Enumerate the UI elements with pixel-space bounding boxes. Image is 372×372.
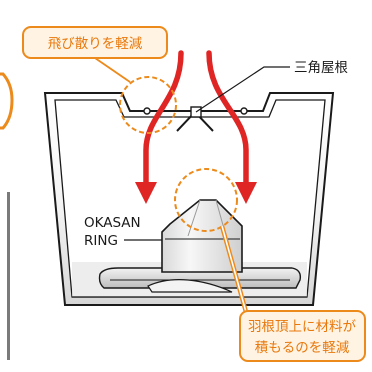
highlight-circles xyxy=(119,76,238,232)
left-edge-fragment xyxy=(0,72,14,360)
roof-label-group: 三角屋根 xyxy=(195,60,348,113)
ring-label-line2: RING xyxy=(84,233,118,249)
flow-arrows xyxy=(135,50,257,204)
highlight-circle-splash xyxy=(119,76,177,134)
highlight-circle-ring xyxy=(174,168,238,232)
blade xyxy=(98,267,302,289)
roof-label: 三角屋根 xyxy=(294,60,348,76)
callout-top: 飛び散りを軽減 xyxy=(22,26,168,59)
arrow-left xyxy=(143,50,184,188)
callout-bottom-line2: 積もるのを軽減 xyxy=(255,339,350,356)
callout-bottom-line1: 羽根頂上に材料が xyxy=(248,319,356,335)
pin-icon xyxy=(240,107,248,115)
arrow-right xyxy=(206,50,249,188)
arrowhead-right-icon xyxy=(235,182,257,204)
ring-label-group: OKASAN RING xyxy=(84,215,162,249)
arrowhead-left-icon xyxy=(135,182,157,204)
pin-icon xyxy=(143,107,151,115)
ring-label-line1: OKASAN xyxy=(84,215,141,231)
callout-top-text: 飛び散りを軽減 xyxy=(48,35,143,52)
callout-bottom: 羽根頂上に材料が 積もるのを軽減 xyxy=(239,310,366,362)
callout-leaders xyxy=(94,57,249,313)
